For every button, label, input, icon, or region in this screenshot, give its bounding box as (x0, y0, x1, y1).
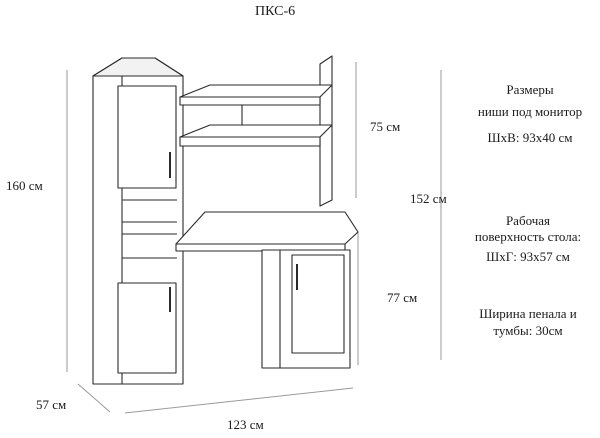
middle-shelf-front-edge (179, 136, 321, 147)
top-shelf-front-edge (179, 96, 321, 106)
furniture (92, 55, 359, 385)
monitor-niche-note: Размеры ниши под монитор ШхВ: 93х40 см (460, 82, 600, 146)
dimline-width (124, 387, 354, 414)
depth-label: 57 см (36, 397, 67, 412)
monitor-niche-line1: Размеры (506, 82, 554, 97)
top-shelf-top (179, 84, 333, 98)
cabinet-width-line1: Ширина пенала и (479, 306, 577, 321)
pedestal-door (291, 254, 345, 354)
top-height-label: 75 см (370, 119, 401, 134)
desk-height-label: 77 см (387, 290, 418, 305)
middle-shelf-top (179, 124, 333, 138)
dimension-lines (66, 62, 442, 414)
total-height-label: 160 см (6, 178, 43, 193)
desk-top (175, 211, 359, 245)
dimline-depth (77, 383, 111, 413)
tall-cabinet-top (92, 57, 184, 77)
monitor-niche-line3: ШхВ: 93х40 см (487, 130, 573, 145)
width-label: 123 см (227, 417, 264, 432)
cabinet-width-note: Ширина пенала и тумбы: 30см (458, 306, 598, 339)
monitor-niche-line2: ниши под монитор (477, 104, 583, 119)
work-surface-note: Рабочая поверхность стола: ШхГ: 93х57 см (458, 213, 598, 265)
cabinet-width-line2: тумбы: 30см (493, 323, 563, 338)
lower-door (117, 282, 177, 374)
work-surface-line1: Рабочая (505, 213, 551, 228)
diagram-title: ПКС-6 (255, 4, 296, 19)
work-surface-line3: ШхГ: 93х57 см (486, 249, 570, 264)
overall-height-label: 152 см (410, 191, 447, 206)
upper-door (117, 85, 177, 189)
work-surface-line2: поверхность стола: (474, 229, 582, 244)
